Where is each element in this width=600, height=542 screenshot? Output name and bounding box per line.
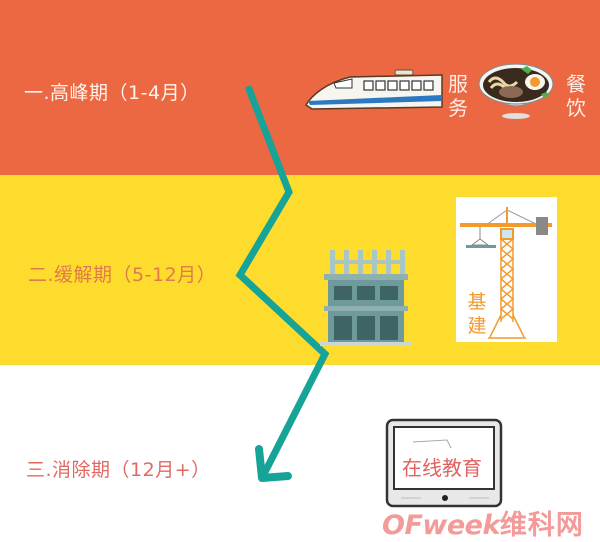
ofweek-watermark: OFweek维科网 xyxy=(382,503,584,542)
stage-label-relief: 二.缓解期（5-12月） xyxy=(28,264,217,286)
watermark-latin: OFweek xyxy=(382,510,500,541)
noodle-bowl-icon xyxy=(477,63,555,119)
online-education-label: 在线教育 xyxy=(402,456,482,480)
service-label: 服 务 xyxy=(448,72,468,120)
stage-label-elimination: 三.消除期（12月+） xyxy=(26,459,211,481)
infrastructure-label: 基 建 xyxy=(467,291,487,337)
bullet-train-icon xyxy=(304,69,443,110)
watermark-cn: 维科网 xyxy=(499,510,584,541)
catering-label: 餐 饮 xyxy=(566,72,586,120)
tv-monitor-icon xyxy=(385,418,503,508)
building-under-construction-icon xyxy=(320,250,412,346)
tower-crane-icon xyxy=(460,207,552,339)
stage-label-peak: 一.高峰期（1-4月） xyxy=(24,82,200,104)
